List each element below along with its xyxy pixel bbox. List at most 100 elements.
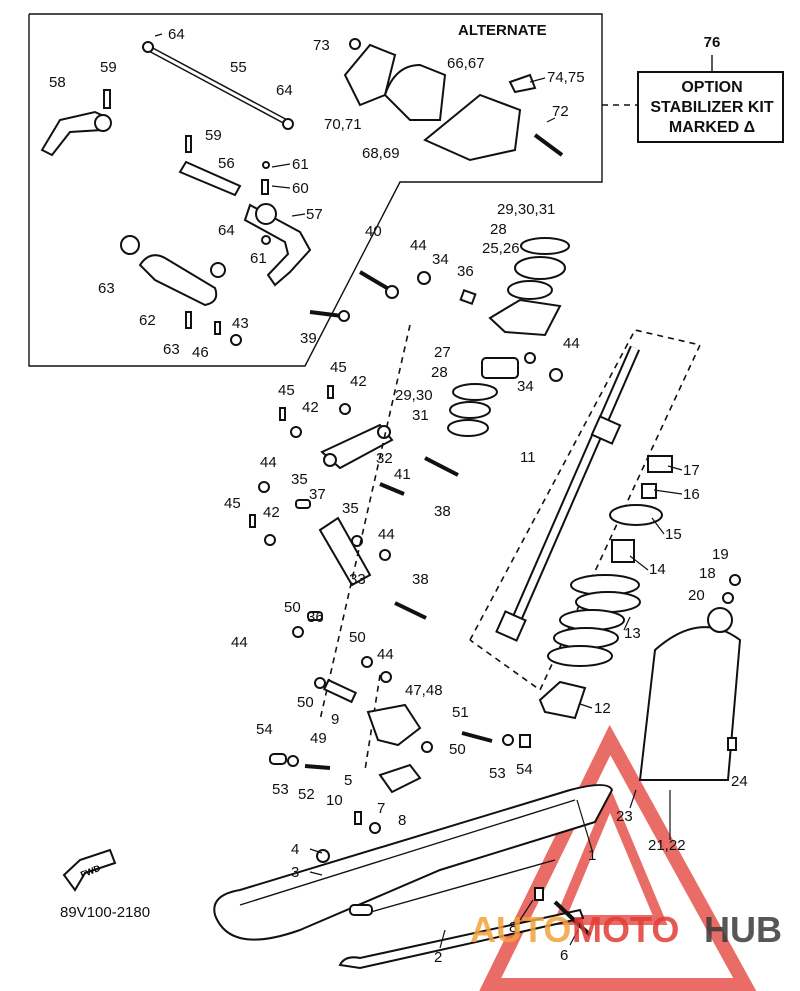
callout-34: 34 xyxy=(432,251,449,268)
callout-42: 42 xyxy=(350,373,367,390)
option-line-2: STABILIZER KIT xyxy=(650,99,773,116)
callout-59: 59 xyxy=(100,59,117,76)
option-line-3: MARKED Δ xyxy=(669,119,755,136)
callout-8: 8 xyxy=(398,812,406,829)
callout-4: 4 xyxy=(291,841,299,858)
callout-72: 72 xyxy=(552,103,569,120)
callout-40: 40 xyxy=(365,223,382,240)
leader-lines xyxy=(154,33,683,949)
callout-64: 64 xyxy=(168,26,185,43)
callout-28: 28 xyxy=(431,364,448,381)
coil-spring xyxy=(547,574,641,667)
callout-8: 8 xyxy=(509,919,517,936)
callout-46: 46 xyxy=(192,344,209,361)
callout-64: 64 xyxy=(218,222,235,239)
option-line-1: OPTION xyxy=(681,79,742,96)
watermark-logo xyxy=(479,724,757,991)
callout-34: 34 xyxy=(517,378,534,395)
callout-6: 6 xyxy=(560,947,568,964)
callout-1: 1 xyxy=(588,847,596,864)
callout-2: 2 xyxy=(434,949,442,966)
callout-10: 10 xyxy=(326,792,343,809)
callout-32: 32 xyxy=(376,450,393,467)
callout-5: 5 xyxy=(344,772,352,789)
callout-20: 20 xyxy=(688,587,705,604)
callout-66-67: 66,67 xyxy=(447,55,485,72)
callout-19: 19 xyxy=(712,546,729,563)
callout-45: 45 xyxy=(278,382,295,399)
callout-43: 43 xyxy=(232,315,249,332)
callout-50: 50 xyxy=(349,629,366,646)
callout-61: 61 xyxy=(292,156,309,173)
callout-53: 53 xyxy=(272,781,289,798)
callout-36: 36 xyxy=(457,263,474,280)
callout-63: 63 xyxy=(98,280,115,297)
callout-42: 42 xyxy=(263,504,280,521)
callout-12: 12 xyxy=(594,700,611,717)
lower-arm-and-ski: FWD xyxy=(62,324,614,970)
fwd-arrow: FWD xyxy=(62,848,117,892)
callout-25-26: 25,26 xyxy=(482,240,520,257)
callout-50: 50 xyxy=(449,741,466,758)
shock-absorber-assembly xyxy=(469,329,742,781)
alternate-heading: ALTERNATE xyxy=(458,22,547,39)
callout-70-71: 70,71 xyxy=(324,116,362,133)
callout-44: 44 xyxy=(410,237,427,254)
callout-64: 64 xyxy=(276,82,293,99)
callout-23: 23 xyxy=(616,808,633,825)
callout-50: 50 xyxy=(297,694,314,711)
callout-18: 18 xyxy=(699,565,716,582)
callout-21-22: 21,22 xyxy=(648,837,686,854)
callout-14: 14 xyxy=(649,561,666,578)
callout-73: 73 xyxy=(313,37,330,54)
callout-58: 58 xyxy=(49,74,66,91)
callout-53: 53 xyxy=(489,765,506,782)
watermark-hub: HUB xyxy=(704,909,782,950)
callout-60: 60 xyxy=(292,180,309,197)
callout-38: 38 xyxy=(434,503,451,520)
callout-61: 61 xyxy=(250,250,267,267)
pivot-bracket-parts xyxy=(249,237,570,620)
callout-57: 57 xyxy=(306,206,323,223)
callout-27: 27 xyxy=(434,344,451,361)
callout-59: 59 xyxy=(205,127,222,144)
watermark-moto: MOTO xyxy=(572,909,679,950)
callout-13: 13 xyxy=(624,625,641,642)
callout-15: 15 xyxy=(665,526,682,543)
callout-49: 49 xyxy=(310,730,327,747)
watermark-auto: AUTO xyxy=(470,909,571,950)
callout-28: 28 xyxy=(490,221,507,238)
callout-45: 45 xyxy=(330,359,347,376)
callout-63: 63 xyxy=(163,341,180,358)
callout-44: 44 xyxy=(377,646,394,663)
callout-17: 17 xyxy=(683,462,700,479)
callout-29-30: 29,30 xyxy=(395,387,433,404)
callout-47-48: 47,48 xyxy=(405,682,443,699)
callout-labels: 64 59 58 55 64 73 66,67 74,75 72 70,71 6… xyxy=(49,26,748,966)
callout-74-75: 74,75 xyxy=(547,69,585,86)
option-stabilizer-box: 76 OPTION STABILIZER KIT MARKED Δ xyxy=(602,34,784,143)
watermark-text: AUTO MOTO HUB xyxy=(470,909,782,950)
callout-42: 42 xyxy=(302,399,319,416)
callout-24: 24 xyxy=(731,773,748,790)
callout-44: 44 xyxy=(260,454,277,471)
option-box-number: 76 xyxy=(704,34,721,51)
callout-41: 41 xyxy=(394,466,411,483)
callout-54: 54 xyxy=(256,721,273,738)
callout-51: 51 xyxy=(452,704,469,721)
callout-52: 52 xyxy=(298,786,315,803)
callout-50: 50 xyxy=(284,599,301,616)
callout-35: 35 xyxy=(342,500,359,517)
callout-35: 35 xyxy=(291,471,308,488)
callout-56: 56 xyxy=(218,155,235,172)
callout-44: 44 xyxy=(378,526,395,543)
callout-44: 44 xyxy=(231,634,248,651)
callout-62: 62 xyxy=(139,312,156,329)
callout-9: 9 xyxy=(331,711,339,728)
callout-38: 38 xyxy=(412,571,429,588)
callout-68-69: 68,69 xyxy=(362,145,400,162)
callout-44: 44 xyxy=(563,335,580,352)
callout-16: 16 xyxy=(683,486,700,503)
